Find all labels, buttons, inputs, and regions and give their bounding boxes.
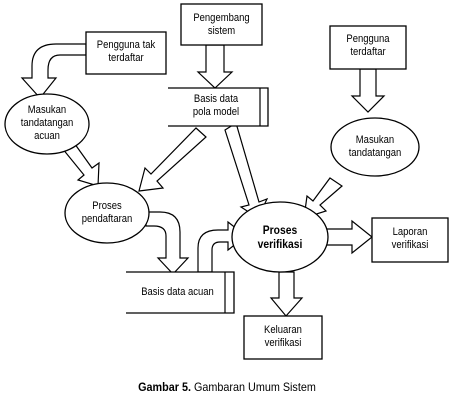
label-basis-data-acuan: Basis data acuan (141, 286, 214, 298)
datastore-basis-data-pola-model (168, 87, 269, 127)
label-keluaran-verifikasi: Keluaran verifikasi (264, 324, 302, 349)
label-proses-verifikasi: Proses verifikasi (257, 223, 303, 251)
ellipse-masukan-tandatangan-acuan (4, 93, 90, 155)
arrow-user-to-input-acuan (20, 43, 87, 99)
label-masukan-tandatangan-acuan: Masukan tandatangan acuan (20, 104, 74, 142)
label-proses-pendaftaran: Proses pendaftaran (81, 200, 133, 225)
arrow-developer-to-model-db (196, 44, 234, 89)
caption-text: Gambaran Umum Sistem (193, 380, 316, 394)
label-pengembang-sistem: Pengembang sistem (193, 12, 250, 37)
label-pengguna-tak-terdaftar: Pengguna tak terdaftar (96, 39, 156, 64)
arrow-verification-to-output (269, 271, 304, 317)
arrow-user-to-input (350, 68, 386, 113)
arrow-registration-to-acuan-db (145, 211, 190, 275)
box-keluaran-verifikasi (243, 315, 323, 360)
label-pengguna-terdaftar: Pengguna terdaftar (346, 33, 390, 58)
label-basis-data-pola-model: Basis data pola model (192, 93, 240, 118)
figure-caption: Gambar 5. Gambaran Umum Sistem (23, 380, 432, 394)
caption-label: Gambar 5. (138, 380, 191, 394)
box-pengguna-tak-terdaftar (85, 31, 167, 75)
label-masukan-tandatangan: Masukan tandatangan (348, 134, 402, 159)
label-laporan-verifikasi: Laporan verifikasi (391, 226, 429, 251)
box-pengguna-terdaftar (329, 25, 407, 70)
arrow-model-db-to-registration (138, 127, 207, 192)
ellipse-masukan-tandatangan (330, 117, 420, 177)
box-laporan-verifikasi (371, 217, 449, 263)
ellipse-proses-pendaftaran (64, 182, 150, 244)
ellipse-proses-verifikasi (231, 201, 329, 273)
box-pengembang-sistem (180, 3, 263, 46)
datastore-basis-data-acuan (126, 271, 235, 314)
arrow-model-db-to-verification (224, 122, 269, 219)
